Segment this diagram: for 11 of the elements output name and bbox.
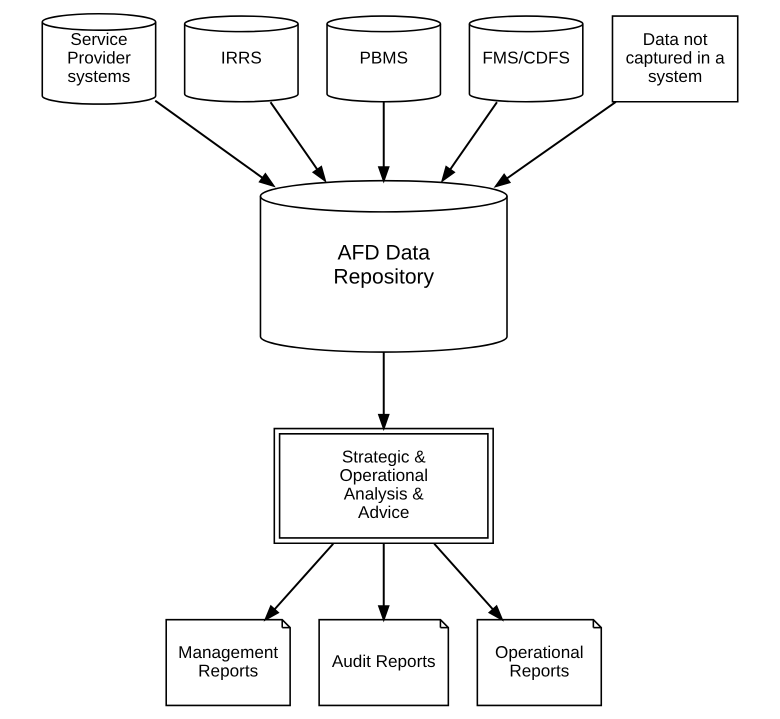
arrow <box>440 102 498 183</box>
node-box: Strategic & Operational Analysis & Advice <box>274 428 494 544</box>
arrow <box>264 543 334 622</box>
arrow <box>270 102 327 183</box>
node-box: Data not captured in a system <box>612 15 739 103</box>
arrow <box>378 102 390 184</box>
arrow <box>378 352 390 432</box>
arrow <box>434 543 504 622</box>
arrow <box>378 544 390 622</box>
arrow <box>154 100 276 188</box>
arrow <box>494 101 616 188</box>
